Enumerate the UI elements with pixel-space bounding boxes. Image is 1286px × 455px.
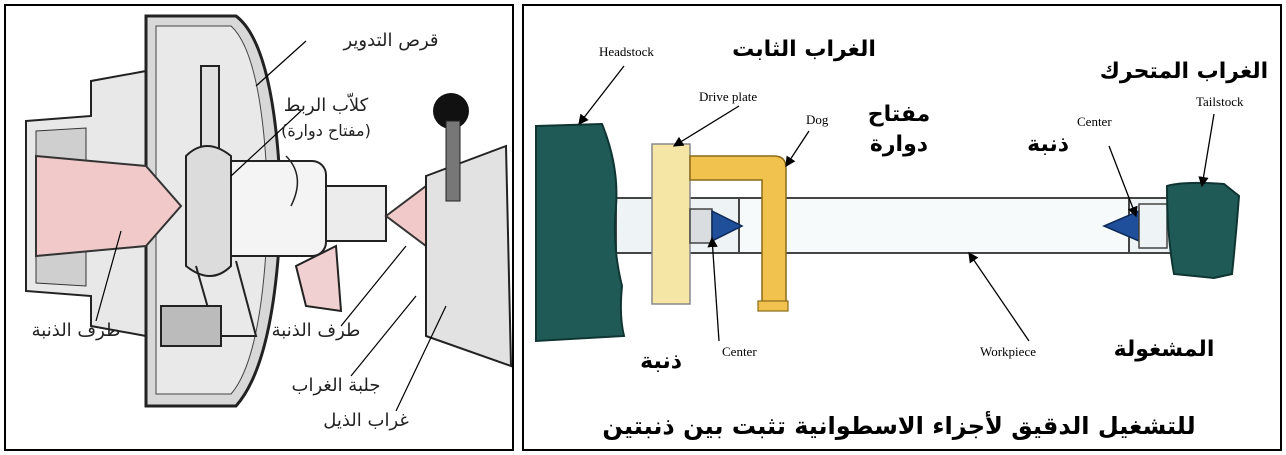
lathe-center-sketch: قرص التدوير كلاّب الربط (مفتاح دوارة) طر… (6, 6, 514, 451)
tail-housing-label: جلبة الغراب (292, 375, 381, 396)
dog-ar-label-2: دوارة (870, 132, 928, 157)
clamp-dog-alt-label: (مفتاح دوارة) (281, 121, 371, 141)
dog-leader (786, 131, 809, 166)
workpiece-leader (969, 253, 1029, 341)
tailstock-label: غراب الذيل (323, 410, 409, 431)
center-left-ar-label: ذنبة (640, 349, 682, 374)
center-right-ar-label: ذنبة (1027, 132, 1069, 157)
tailstock-leader (1202, 114, 1214, 186)
tailstock-quill (1139, 204, 1167, 248)
headstock-leader (579, 66, 624, 124)
tailstock-en-label: Tailstock (1196, 94, 1244, 109)
dog-screw-head (758, 301, 788, 311)
workpiece-en-label: Workpiece (980, 344, 1036, 359)
spindle-nose (690, 209, 712, 243)
tailstock (1167, 183, 1239, 278)
drive-slot (161, 306, 221, 346)
center-label-left: طرف الذنبة (32, 320, 121, 341)
turning-between-centers-diagram: Headstock الغراب الثابت Drive plate Dog … (524, 6, 1282, 451)
workpiece-body (739, 198, 1129, 253)
sketch-workpiece-step (326, 186, 386, 241)
headstock-ar-label: الغراب الثابت (732, 37, 876, 62)
headstock (536, 124, 624, 341)
center-right-en-label: Center (1077, 114, 1112, 129)
tailstock-body (426, 146, 511, 366)
drive-plate-en-label: Drive plate (699, 89, 757, 104)
handle-lever (446, 121, 460, 201)
left-sketch-panel: قرص التدوير كلاّب الربط (مفتاح دوارة) طر… (4, 4, 514, 451)
tailstock-ar-label: الغراب المتحرك (1100, 59, 1268, 84)
drive-plate (652, 144, 690, 304)
center-left-en-label: Center (722, 344, 757, 359)
clamp-dog-label: كلاّب الربط (284, 92, 369, 116)
drive-plate-leader (674, 106, 739, 146)
clamp-dog (186, 146, 231, 276)
workpiece-ar-label: المشغولة (1114, 337, 1215, 362)
center-label-right: طرف الذنبة (272, 320, 361, 341)
dog-en-label: Dog (806, 112, 829, 127)
caption: للتشغيل الدقيق لأجزاء الاسطوانية تثبت بي… (602, 411, 1195, 440)
dog-ar-label-1: مفتاح (868, 102, 931, 127)
faceplate-label: قرص التدوير (342, 30, 438, 51)
dog-screw (201, 66, 219, 156)
right-schematic-panel: Headstock الغراب الثابت Drive plate Dog … (522, 4, 1282, 451)
headstock-en-label: Headstock (599, 44, 654, 59)
